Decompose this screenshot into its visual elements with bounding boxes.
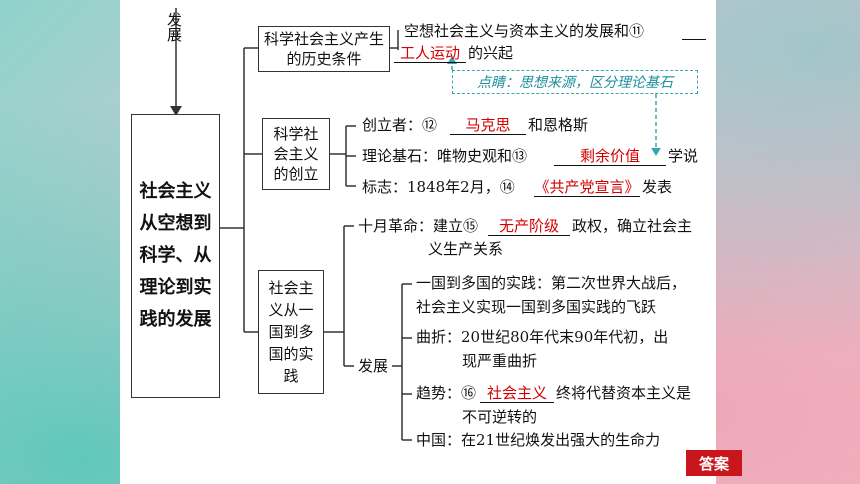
top-label: 发展 <box>165 12 183 42</box>
branch-practice-label: 社会主义从一国到多国的实践 <box>268 279 314 385</box>
b3-dev-1a: 一国到多国的实践：第二次世界大战后， <box>416 274 687 292</box>
answer-15: 无产阶级 <box>488 217 570 236</box>
branch-history-conditions: 科学社会主义产生的历史条件 <box>258 26 390 72</box>
answer-13: 剩余价值 <box>554 147 666 166</box>
b3-dev-3b: 不可逆转的 <box>462 408 538 426</box>
answer-11: 工人运动 <box>394 44 466 63</box>
b2-founder-prefix: 创立者：⑫ <box>362 116 438 134</box>
b1-line2-suffix: 的兴起 <box>468 44 514 62</box>
branch-founding-label: 科学社会主义的创立 <box>273 125 319 183</box>
branch-founding: 科学社会主义的创立 <box>262 118 330 190</box>
answer-16: 社会主义 <box>480 384 554 403</box>
b3-oct-line2: 义生产关系 <box>428 240 504 258</box>
b1-line1: 空想社会主义与资本主义的发展和⑪ <box>404 22 645 40</box>
root-node-label: 社会主义从空想到科学、从理论到实践的发展 <box>139 181 212 330</box>
hint-text: 点睛：思想来源，区分理论基石 <box>477 75 673 91</box>
b3-dev-2b: 现严重曲折 <box>462 352 538 370</box>
branch-history-conditions-label: 科学社会主义产生的历史条件 <box>263 30 384 68</box>
b2-founder-suffix: 和恩格斯 <box>528 116 589 134</box>
b3-oct-prefix: 十月革命：建立⑮ <box>358 217 479 235</box>
branch-practice: 社会主义从一国到多国的实践 <box>258 270 324 394</box>
b1-line1-blank <box>682 39 706 40</box>
answer-12: 马克思 <box>450 116 526 135</box>
b3-dev-1b: 社会主义实现一国到多国实践的飞跃 <box>416 298 657 316</box>
b2-basis-suffix: 学说 <box>668 147 699 165</box>
hint-box: 点睛：思想来源，区分理论基石 <box>452 70 698 94</box>
b3-dev-2a: 曲折：20世纪80年代末90年代初，出 <box>416 328 669 346</box>
answer-button[interactable]: 答案 <box>686 450 742 476</box>
root-node: 社会主义从空想到科学、从理论到实践的发展 <box>131 114 220 398</box>
b2-mark-prefix: 标志：1848年2月，⑭ <box>362 178 515 196</box>
b3-dev-3a-suffix: 终将代替资本主义是 <box>556 384 692 402</box>
answer-button-label: 答案 <box>698 454 729 473</box>
b2-mark-suffix: 发表 <box>642 178 673 196</box>
b3-dev-label: 发展 <box>358 357 389 375</box>
answer-14: 《共产党宣言》 <box>534 178 640 197</box>
b3-dev-4: 中国：在21世纪焕发出强大的生命力 <box>416 431 661 449</box>
b2-basis-prefix: 理论基石：唯物史观和⑬ <box>362 147 528 165</box>
b3-oct-suffix: 政权，确立社会主 <box>572 217 693 235</box>
b3-dev-3a-prefix: 趋势：⑯ <box>416 384 477 402</box>
